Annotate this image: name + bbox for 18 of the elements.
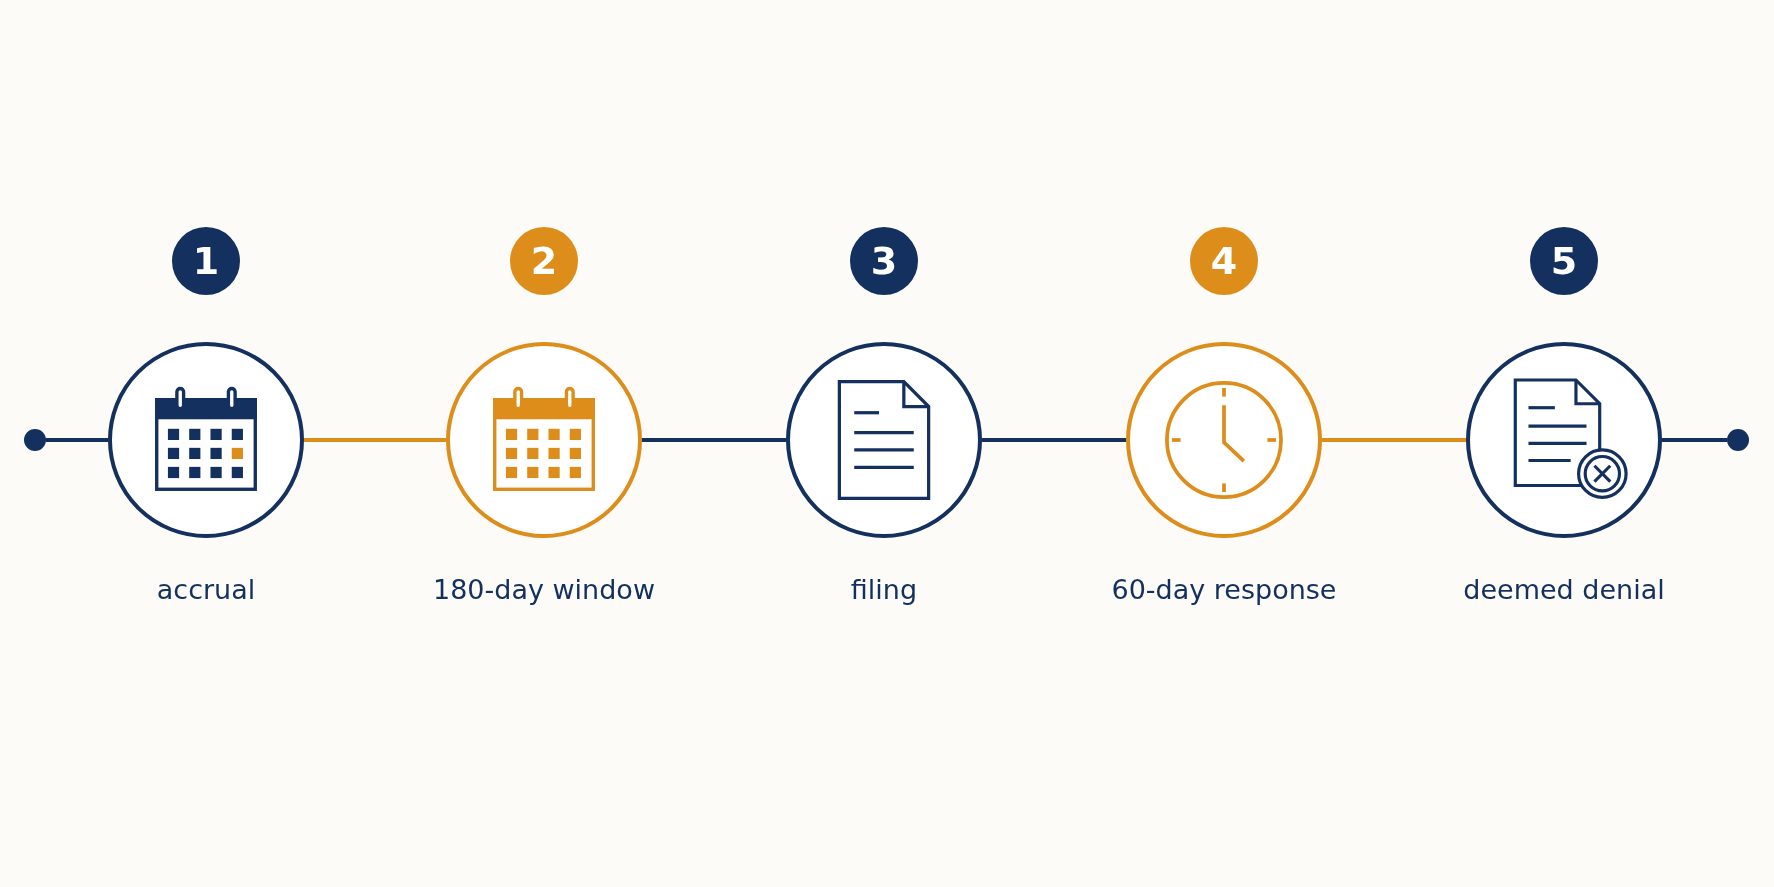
- step-label: accrual: [155, 574, 257, 605]
- endpoint-dot: [1727, 429, 1749, 451]
- step-label: filing: [849, 574, 919, 605]
- step-number-badge: 1: [172, 227, 240, 295]
- timeline-connector: [642, 438, 786, 442]
- step-label: 180-day window: [432, 574, 656, 605]
- step-label: 60-day response: [1110, 574, 1338, 605]
- timeline-connector: [46, 438, 108, 442]
- step-number-badge: 3: [850, 227, 918, 295]
- step-number-badge: 5: [1530, 227, 1598, 295]
- step-number-badge: 2: [510, 227, 578, 295]
- endpoint-dot: [24, 429, 46, 451]
- step-label: deemed denial: [1462, 574, 1666, 605]
- step-number-badge: 4: [1190, 227, 1258, 295]
- timeline-connector: [982, 438, 1126, 442]
- timeline-connector: [304, 438, 446, 442]
- timeline-connector: [1662, 438, 1727, 442]
- timeline-connector: [1322, 438, 1466, 442]
